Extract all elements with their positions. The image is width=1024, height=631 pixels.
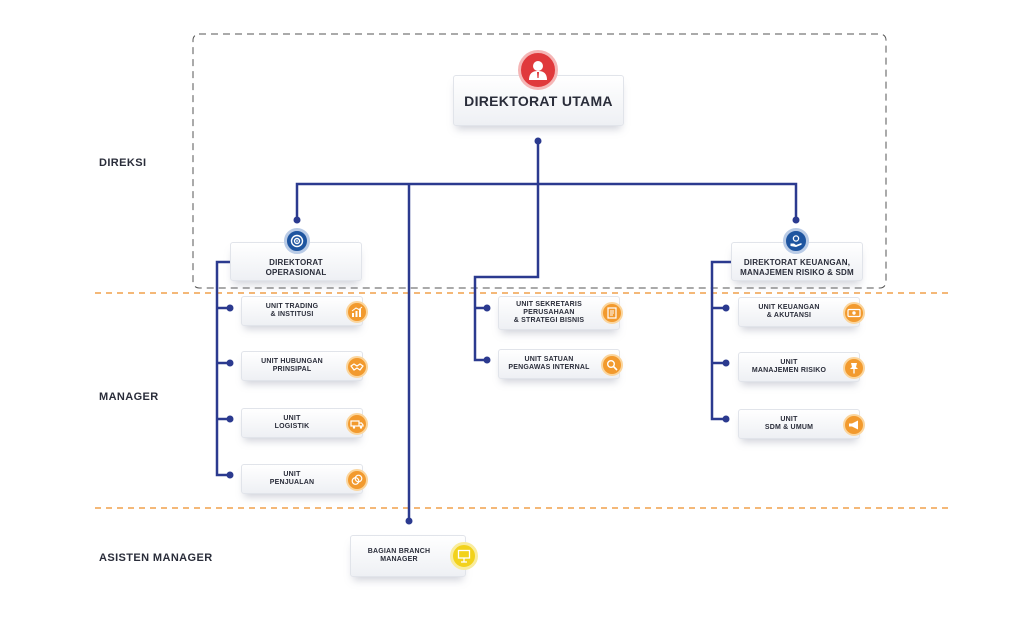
node-unit-sdm-umum[interactable]: UNIT SDM & UMUM [738,409,860,439]
level-label-direksi: DIREKSI [99,157,147,169]
connector-dots [226,137,800,525]
node-unit-logistik-label: UNIT LOGISTIK [274,415,310,430]
node-direktorat-keuangan[interactable]: DIREKTORAT KEUANGAN, MANAJEMEN RISIKO & … [731,242,863,281]
level-label-asisten-manager: ASISTEN MANAGER [99,552,213,564]
node-unit-sekretaris-label: UNIT SEKRETARIS PERUSAHAAN & STRATEGI BI… [513,301,585,324]
pin-icon [843,357,865,379]
node-unit-trading[interactable]: UNIT TRADING & INSTITUSI [241,296,363,326]
magnifier-icon [601,354,623,376]
truck-icon [346,413,368,435]
node-bagian-branch-manager[interactable]: BAGIAN BRANCH MANAGER [350,535,466,577]
node-unit-spi[interactable]: UNIT SATUAN PENGAWAS INTERNAL [498,349,620,379]
node-unit-penjualan[interactable]: UNIT PENJUALAN [241,464,363,494]
direksi-frame [192,33,887,289]
node-unit-spi-label: UNIT SATUAN PENGAWAS INTERNAL [508,356,590,371]
node-unit-hubungan-prinsipal[interactable]: UNIT HUBUNGAN PRINSIPAL [241,351,363,381]
node-unit-trading-label: UNIT TRADING & INSTITUSI [265,303,319,318]
node-direktorat-operasional-label: DIREKTORAT OPERASIONAL [265,257,327,277]
node-direktorat-keuangan-label: DIREKTORAT KEUANGAN, MANAJEMEN RISIKO & … [740,257,854,277]
chart-icon [346,301,368,323]
megaphone-icon [843,414,865,436]
coins-icon [346,469,368,491]
node-unit-sdm-umum-label: UNIT SDM & UMUM [764,416,814,431]
document-icon [601,302,623,324]
node-bagian-branch-manager-label: BAGIAN BRANCH MANAGER [367,548,431,563]
node-unit-penjualan-label: UNIT PENJUALAN [269,471,315,486]
money-icon [843,302,865,324]
node-unit-hubungan-prinsipal-label: UNIT HUBUNGAN PRINSIPAL [261,358,323,373]
node-direktorat-utama-label: DIREKTORAT UTAMA [464,92,613,109]
node-unit-keuangan[interactable]: UNIT KEUANGAN & AKUTANSI [738,297,860,327]
node-unit-manajemen-risiko-label: UNIT MANAJEMEN RISIKO [751,359,827,374]
level-label-manager: MANAGER [99,391,159,403]
node-unit-logistik[interactable]: UNIT LOGISTIK [241,408,363,438]
person-icon [518,50,558,90]
target-icon [284,228,310,254]
node-unit-keuangan-label: UNIT KEUANGAN & AKUTANSI [758,304,820,319]
node-unit-manajemen-risiko[interactable]: UNIT MANAJEMEN RISIKO [738,352,860,382]
node-unit-sekretaris[interactable]: UNIT SEKRETARIS PERUSAHAAN & STRATEGI BI… [498,296,620,330]
presentation-icon [450,542,478,570]
handshake-icon [346,356,368,378]
node-direktorat-utama[interactable]: DIREKTORAT UTAMA [453,75,624,126]
hand-coin-icon [783,228,809,254]
